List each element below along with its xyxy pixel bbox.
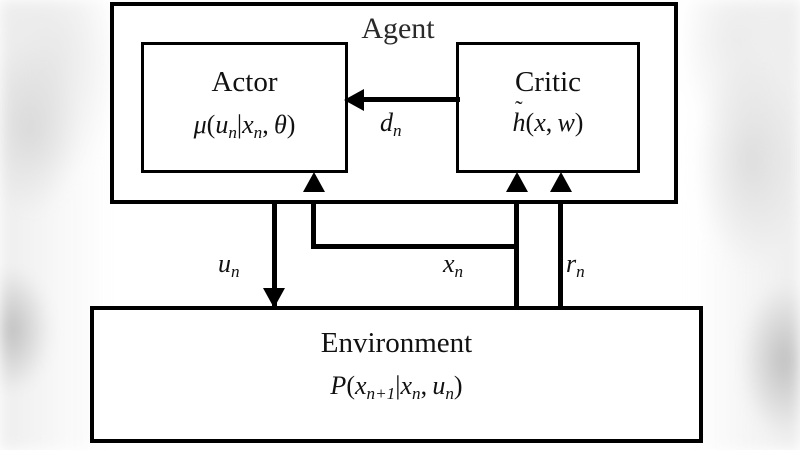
critic-formula-h: h [512,108,526,137]
env-formula-x: x [354,371,367,400]
actor-title: Actor [211,66,278,98]
env-formula-p: P [330,371,347,400]
env-formula-close-paren: ) [453,371,463,400]
edge-label-x-n: xn [443,249,463,282]
edge-line-r-n [558,188,563,326]
critic-formula-comma: , [545,108,553,137]
actor-formula-close-paren: ) [286,110,296,139]
arrowhead-u-n-down [263,288,285,308]
critic-formula-open-paren: ( [525,108,535,137]
edge-label-x-n-text: x [443,249,455,278]
actor-formula-comma: , [262,110,269,139]
env-formula-bar: | [395,371,401,400]
critic-formula-x: x [534,108,546,137]
actor-formula-bar: | [236,110,243,139]
edge-line-x-n-to-actor [311,188,316,246]
actor-formula-u-sub: n [228,122,237,142]
env-formula-x2-sub: n [412,383,421,403]
critic-formula: ˜h(x, w) [459,97,637,137]
actor-box[interactable]: Actor μ(un|xn, θ) [141,42,348,173]
env-formula-open-paren: ( [346,371,355,400]
arrowhead-x-n-actor [303,172,325,192]
actor-formula: μ(un|xn, θ) [144,111,345,142]
env-formula-x2: x [400,371,413,400]
edge-line-u-n [272,173,277,323]
edge-label-x-n-sub: n [454,261,464,281]
arrowhead-r-n [550,172,572,192]
critic-title: Critic [514,66,582,98]
arrowhead-x-n-critic [506,172,528,192]
edge-label-u-n-sub: n [231,261,240,281]
edge-label-r-n-sub: n [576,261,585,281]
edge-label-r-n: rn [566,249,585,282]
environment-box[interactable]: Environment P(xn+1|xn, un) [90,306,703,443]
agent-title: Agent [361,12,435,45]
actor-formula-x: x [242,110,254,139]
environment-formula: P(xn+1|xn, un) [94,372,699,403]
env-formula-u-sub: n [445,383,454,403]
edge-label-d-n: dn [380,108,402,141]
actor-formula-x-sub: n [253,122,263,142]
edge-line-d-n [360,97,460,102]
edge-label-u-n: un [218,249,240,282]
env-formula-x-sub: n+1 [366,383,396,403]
edge-label-d-n-text: d [380,108,393,137]
edge-line-x-n-bridge [311,244,519,249]
critic-formula-close-paren: ) [574,108,584,137]
env-formula-u: u [432,371,446,400]
tilde-accent-icon: ˜ [515,96,523,122]
edge-label-u-n-text: u [218,249,231,278]
critic-formula-w: w [557,108,575,137]
actor-formula-mu: μ [193,110,207,139]
environment-title: Environment [320,327,473,359]
actor-formula-theta: θ [273,110,287,139]
actor-formula-open-paren: ( [206,110,216,139]
critic-box[interactable]: Critic ˜h(x, w) [456,42,640,173]
edge-label-r-n-text: r [566,249,577,278]
critic-formula-h-tilde: ˜h [512,97,526,137]
actor-formula-u: u [215,110,229,139]
env-formula-comma: , [420,371,428,400]
edge-line-x-n-to-critic [514,188,519,326]
arrowhead-d-n [344,89,364,111]
edge-label-d-n-sub: n [393,120,402,140]
